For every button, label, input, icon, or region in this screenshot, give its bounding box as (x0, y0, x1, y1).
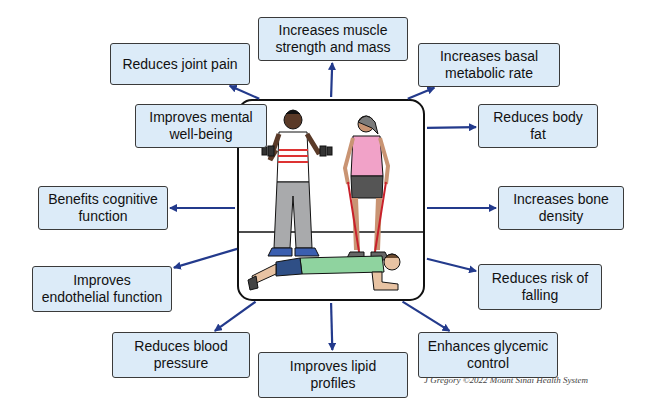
benefit-box: Increases basal metabolic rate (418, 43, 560, 87)
benefit-arrow (403, 302, 450, 331)
benefit-arrow (331, 63, 332, 97)
benefit-arrow (215, 302, 256, 331)
credit-note: J Gregory ©2022 Mount Sinai Health Syste… (424, 375, 588, 385)
benefit-box: Reduces blood pressure (112, 332, 250, 378)
benefit-arrow (230, 86, 260, 99)
benefit-box: Benefits cognitive function (38, 186, 168, 230)
benefit-text: Enhances glycemic control (427, 338, 549, 372)
benefit-arrow (170, 207, 235, 209)
benefit-text: Reduces risk of falling (487, 270, 593, 304)
benefit-text: Increases basal metabolic rate (427, 48, 551, 82)
benefit-box: Improves endothelial function (32, 266, 172, 312)
benefit-text: Reduces body fat (487, 109, 589, 143)
benefit-arrow (427, 259, 476, 271)
benefit-arrow (408, 88, 435, 99)
benefit-box: Reduces risk of falling (478, 264, 602, 310)
benefit-text: Improves mental well-being (144, 109, 258, 143)
benefit-text: Reduces blood pressure (121, 338, 241, 372)
benefit-box: Reduces joint pain (110, 43, 250, 85)
benefit-text: Improves lipid profiles (267, 358, 399, 392)
benefit-arrow (427, 126, 476, 129)
benefit-box: Improves lipid profiles (258, 352, 408, 398)
benefit-text: Improves endothelial function (41, 272, 163, 306)
benefit-box: Enhances glycemic control (418, 332, 558, 378)
benefit-box: Reduces body fat (478, 104, 598, 148)
benefit-box: Increases bone density (498, 186, 624, 230)
benefit-box: Improves mental well-being (135, 104, 267, 148)
benefit-arrow (331, 303, 332, 350)
benefit-text: Increases bone density (507, 191, 615, 225)
benefit-box: Increases muscle strength and mass (258, 17, 408, 61)
benefit-text: Increases muscle strength and mass (267, 22, 399, 56)
benefit-text: Reduces joint pain (122, 56, 237, 73)
benefit-text: Benefits cognitive function (47, 191, 159, 225)
benefit-arrow (427, 207, 496, 209)
benefit-arrow (174, 249, 237, 268)
